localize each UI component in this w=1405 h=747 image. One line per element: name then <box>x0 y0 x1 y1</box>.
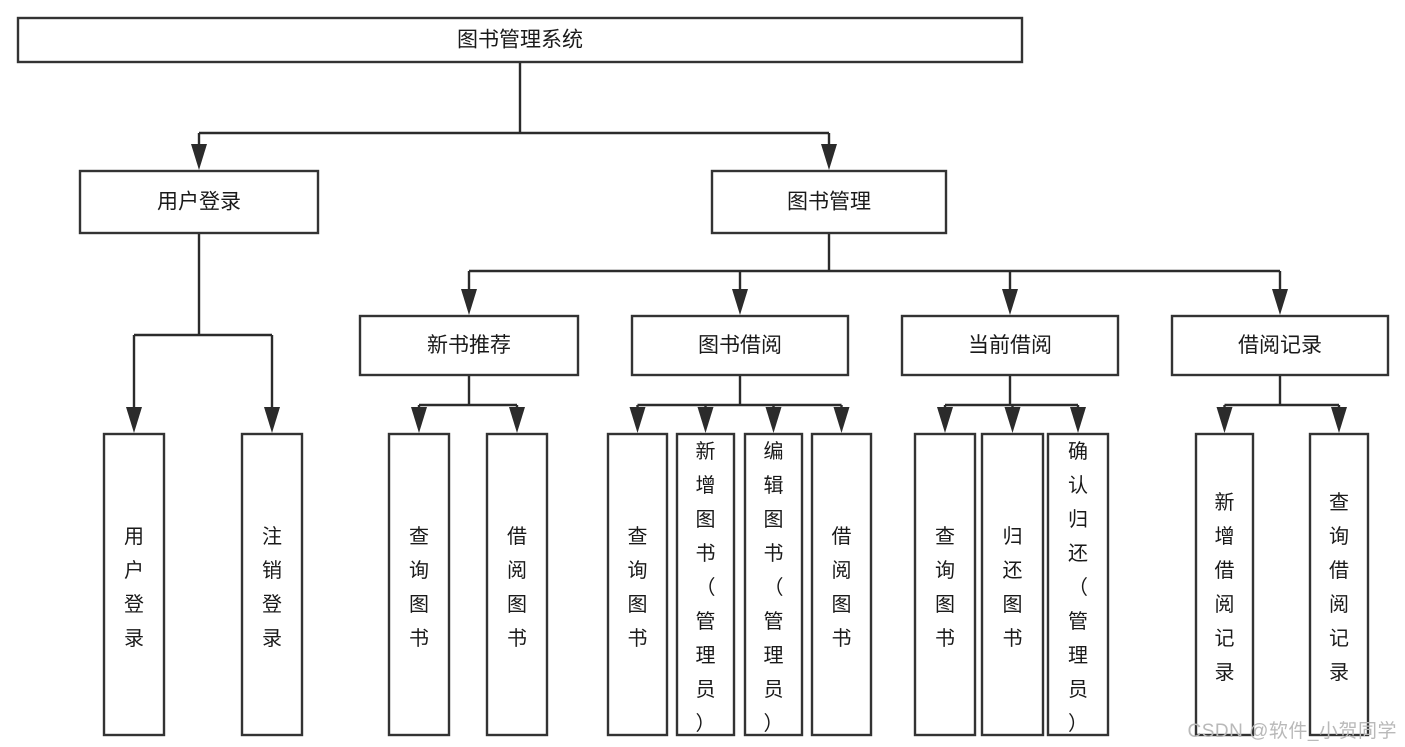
node-borrow-record[interactable]: 借阅记录 <box>1170 314 1390 377</box>
node-label: 当前借阅 <box>968 334 1052 357</box>
arrow-head-icon <box>765 407 782 433</box>
node-layer: 图书管理系统用户登录图书管理新书推荐图书借阅当前借阅借阅记录用户登录注销登录查询… <box>16 16 1390 737</box>
node-label: 新增图书（管理员） <box>696 440 716 735</box>
node-box <box>980 432 1045 737</box>
node-label: 借阅记录 <box>1238 334 1322 357</box>
node-leaf-query-book-2[interactable]: 查询图书 <box>606 432 669 737</box>
arrow-head-icon <box>629 407 646 433</box>
node-label: 归还图书 <box>1003 525 1023 650</box>
node-box <box>900 314 1120 377</box>
node-label: 借阅图书 <box>832 525 852 650</box>
node-label: 确认归还（管理员） <box>1068 440 1088 735</box>
node-box <box>743 432 804 737</box>
node-leaf-borrow-book-2[interactable]: 借阅图书 <box>810 432 873 737</box>
node-leaf-logout[interactable]: 注销登录 <box>240 432 304 737</box>
arrow-head-icon <box>833 407 850 433</box>
node-new-book-rec[interactable]: 新书推荐 <box>358 314 580 377</box>
node-box <box>606 432 669 737</box>
node-label: 图书管理 <box>787 191 871 214</box>
node-box <box>675 432 736 737</box>
node-box <box>710 169 948 235</box>
arrow-head-icon <box>191 144 207 170</box>
node-label: 查询图书 <box>628 525 648 650</box>
arrow-head-icon <box>264 407 280 433</box>
node-label: 注销登录 <box>262 525 282 650</box>
node-label: 编辑图书（管理员） <box>764 440 784 735</box>
node-leaf-confirm-return[interactable]: 确认归还（管理员） <box>1046 432 1110 737</box>
node-leaf-user-login[interactable]: 用户登录 <box>102 432 166 737</box>
node-box <box>102 432 166 737</box>
node-box <box>913 432 977 737</box>
node-box <box>78 169 320 235</box>
node-box <box>1170 314 1390 377</box>
node-label: 用户登录 <box>157 191 241 214</box>
node-label: 查询图书 <box>935 525 955 650</box>
node-leaf-query-book-3[interactable]: 查询图书 <box>913 432 977 737</box>
arrow-head-icon <box>697 407 714 433</box>
arrow-head-icon <box>411 407 427 433</box>
node-leaf-borrow-book-1[interactable]: 借阅图书 <box>485 432 549 737</box>
arrow-head-icon <box>732 289 748 315</box>
node-box <box>387 432 451 737</box>
arrow-head-icon <box>821 144 837 170</box>
node-label: 图书借阅 <box>698 334 782 357</box>
arrow-head-icon <box>1004 407 1021 433</box>
arrow-head-icon <box>1331 407 1347 433</box>
node-current-borrow[interactable]: 当前借阅 <box>900 314 1120 377</box>
arrow-head-icon <box>1070 407 1086 433</box>
node-box <box>358 314 580 377</box>
node-leaf-query-record[interactable]: 查询借阅记录 <box>1308 432 1370 737</box>
arrow-head-icon <box>461 289 477 315</box>
node-box <box>630 314 850 377</box>
connector-layer <box>126 62 1347 433</box>
node-box <box>240 432 304 737</box>
node-leaf-add-book[interactable]: 新增图书（管理员） <box>675 432 736 737</box>
node-box <box>1308 432 1370 737</box>
node-user-login[interactable]: 用户登录 <box>78 169 320 235</box>
node-label: 查询借阅记录 <box>1329 491 1349 684</box>
node-label: 新书推荐 <box>427 334 511 357</box>
node-box <box>1046 432 1110 737</box>
node-label: 新增借阅记录 <box>1215 491 1235 684</box>
node-box <box>16 16 1024 64</box>
node-leaf-return-book[interactable]: 归还图书 <box>980 432 1045 737</box>
node-book-borrow[interactable]: 图书借阅 <box>630 314 850 377</box>
node-box <box>485 432 549 737</box>
node-root[interactable]: 图书管理系统 <box>16 16 1024 64</box>
arrow-head-icon <box>126 407 142 433</box>
arrow-head-icon <box>509 407 525 433</box>
arrow-head-icon <box>1272 289 1288 315</box>
node-box <box>1194 432 1255 737</box>
arrow-head-icon <box>937 407 953 433</box>
node-box <box>810 432 873 737</box>
node-leaf-query-book-1[interactable]: 查询图书 <box>387 432 451 737</box>
node-label: 借阅图书 <box>507 525 527 650</box>
arrow-head-icon <box>1002 289 1018 315</box>
node-book-manage[interactable]: 图书管理 <box>710 169 948 235</box>
node-label: 查询图书 <box>409 525 429 650</box>
node-leaf-edit-book[interactable]: 编辑图书（管理员） <box>743 432 804 737</box>
arrow-head-icon <box>1216 407 1233 433</box>
node-leaf-add-record[interactable]: 新增借阅记录 <box>1194 432 1255 737</box>
node-label: 图书管理系统 <box>457 29 583 52</box>
node-label: 用户登录 <box>124 526 144 650</box>
